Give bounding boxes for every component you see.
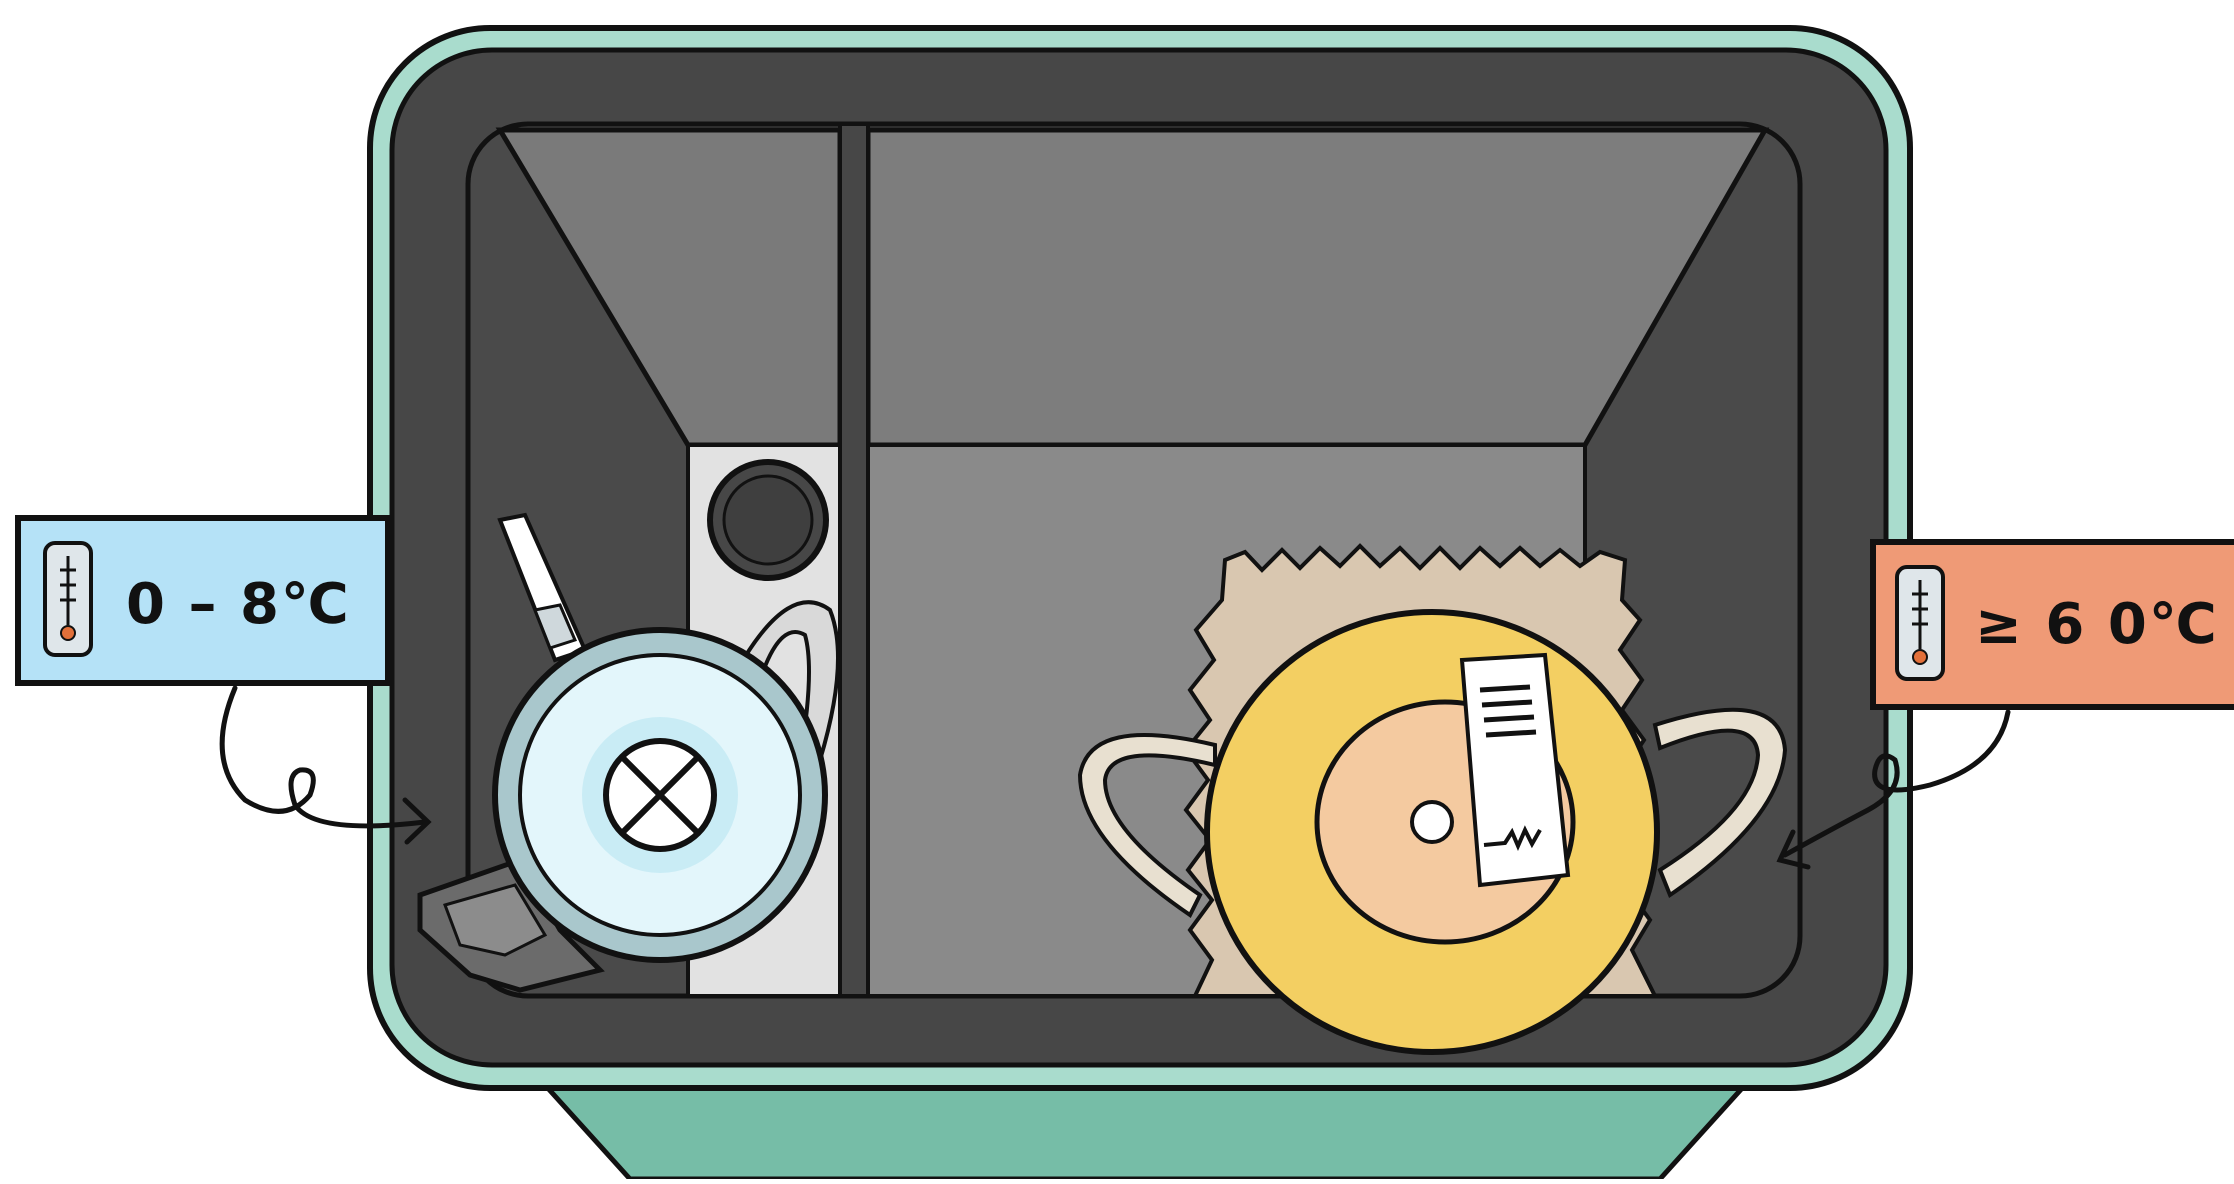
plate-icon bbox=[495, 630, 825, 960]
thermometer-icon bbox=[45, 543, 91, 655]
hot-temperature-label: ≥ 6 0℃ bbox=[1975, 592, 2219, 657]
food-bowl-icon bbox=[1207, 612, 1657, 1052]
cold-temperature-label: 0 – 8℃ bbox=[126, 572, 351, 637]
container-base bbox=[545, 1085, 1745, 1179]
thermometer-icon bbox=[1897, 567, 1943, 679]
compartment-divider bbox=[840, 124, 868, 996]
